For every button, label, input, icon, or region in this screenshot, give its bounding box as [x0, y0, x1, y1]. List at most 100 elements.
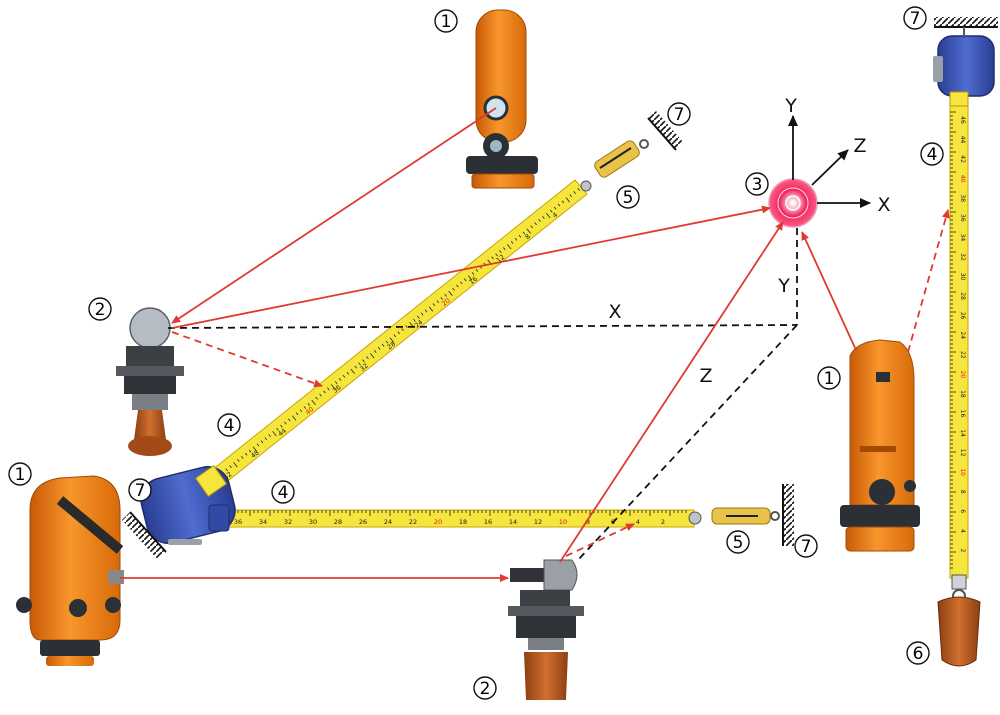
- tape-tick: [241, 455, 244, 459]
- tape-tick: [342, 374, 346, 378]
- tape-vertical-ticks: 4644424038363432302826242220181614121086…: [950, 111, 966, 569]
- tape-tick: [495, 253, 498, 257]
- marker-1-left: 1: [8, 462, 32, 486]
- tape-number: 8: [586, 518, 590, 526]
- svg-text:2: 2: [95, 300, 106, 320]
- tape-tick: [440, 297, 443, 300]
- tape-tick: [569, 194, 573, 198]
- tape-tick: [284, 421, 287, 425]
- level-instrument-icon: [840, 339, 920, 552]
- tape-tick: [268, 434, 271, 437]
- tape-number: 28: [334, 518, 342, 526]
- theodolite-icon: [116, 307, 184, 456]
- tape-number: 34: [959, 234, 966, 242]
- tape-number: 8: [524, 233, 532, 242]
- tape-number: 12: [534, 518, 542, 526]
- tape-tick: [452, 287, 455, 291]
- tape-tick: [389, 337, 395, 343]
- tape-tick: [377, 346, 381, 350]
- tape-tick: [432, 303, 436, 307]
- tape-tick: [436, 300, 440, 304]
- tape-tick: [550, 209, 553, 213]
- tape-number: 32: [959, 253, 966, 261]
- tape-tick: [405, 325, 408, 328]
- tape-tick: [577, 187, 580, 191]
- tape-tick: [413, 318, 416, 322]
- marker-1-top: 1: [434, 9, 458, 33]
- tape-tick: [366, 356, 369, 360]
- tape-tick: [338, 378, 342, 381]
- tape-tick: [514, 237, 518, 241]
- marker-4-diagonal: 4: [217, 413, 241, 437]
- tape-tick: [460, 281, 463, 285]
- tape-tick: [526, 228, 531, 234]
- tape-number: 32: [358, 362, 369, 373]
- tape-tick: [475, 269, 479, 272]
- tape-number: 36: [331, 383, 342, 394]
- marker-7-top-right: 7: [903, 6, 927, 30]
- tape-tick: [534, 222, 537, 226]
- tape-number: 18: [959, 390, 966, 398]
- svg-text:1: 1: [824, 369, 835, 389]
- tape-number: 22: [959, 351, 966, 359]
- svg-text:2: 2: [480, 679, 491, 699]
- tape-measure-icon: [140, 464, 236, 545]
- tape-tick: [323, 390, 326, 394]
- tape-number: 16: [959, 410, 966, 418]
- svg-text:7: 7: [135, 481, 146, 501]
- marker-4-horizontal: 4: [271, 480, 295, 504]
- axis-label-y: Y: [784, 95, 797, 117]
- tape-tick: [229, 465, 232, 469]
- tape-number: 22: [409, 518, 417, 526]
- tape-number: 4: [551, 211, 559, 220]
- tape-tick: [233, 462, 238, 468]
- tape-tick: [393, 334, 397, 338]
- tape-tick: [467, 275, 473, 281]
- tape-number: 4: [959, 529, 966, 533]
- tape-tick: [401, 328, 404, 332]
- tape-number: 24: [384, 518, 392, 526]
- tape-tick: [444, 293, 447, 297]
- tape-tick: [561, 200, 565, 204]
- tape-number: 44: [959, 136, 966, 144]
- tape-number: 28: [386, 340, 397, 351]
- tape-tick: [256, 443, 260, 447]
- tape-tick: [303, 406, 307, 409]
- tape-tick: [420, 312, 424, 316]
- tape-number: 8: [959, 490, 966, 494]
- tape-tick: [506, 244, 512, 250]
- tape-tick: [319, 393, 322, 397]
- tape-vertical: 4644424038363432302826242220181614121086…: [949, 99, 969, 579]
- marker-2-left: 2: [88, 297, 112, 321]
- tape-number: 20: [434, 518, 442, 526]
- svg-text:7: 7: [801, 537, 812, 557]
- wall-anchor-icon: [647, 111, 684, 151]
- theodolite-icon: [508, 559, 584, 700]
- marker-1-right: 1: [817, 366, 841, 390]
- tape-number: 52: [222, 470, 233, 481]
- tape-number: 34: [259, 518, 267, 526]
- tape-tick: [370, 353, 375, 359]
- axis-label-z: Z: [853, 135, 866, 157]
- tape-number: 4: [636, 518, 640, 526]
- tape-number: 20: [440, 296, 451, 307]
- tape-tick: [350, 368, 355, 374]
- marker-3: 3: [745, 172, 769, 196]
- tape-number: 10: [959, 468, 966, 476]
- tape-tick: [362, 359, 365, 363]
- tape-number: 16: [484, 518, 492, 526]
- svg-text:4: 4: [224, 416, 235, 436]
- tape-number: 18: [459, 518, 467, 526]
- marker-6: 6: [906, 641, 930, 665]
- tape-tick: [374, 350, 377, 353]
- tape-number: 42: [959, 155, 966, 163]
- tape-number: 10: [559, 518, 567, 526]
- spring-scale-icon: [580, 139, 649, 192]
- laser-beams-dashed: [171, 209, 950, 557]
- svg-text:5: 5: [733, 533, 744, 553]
- tape-tick: [280, 424, 283, 428]
- tape-tick: [295, 412, 299, 416]
- tape-tick: [491, 256, 494, 260]
